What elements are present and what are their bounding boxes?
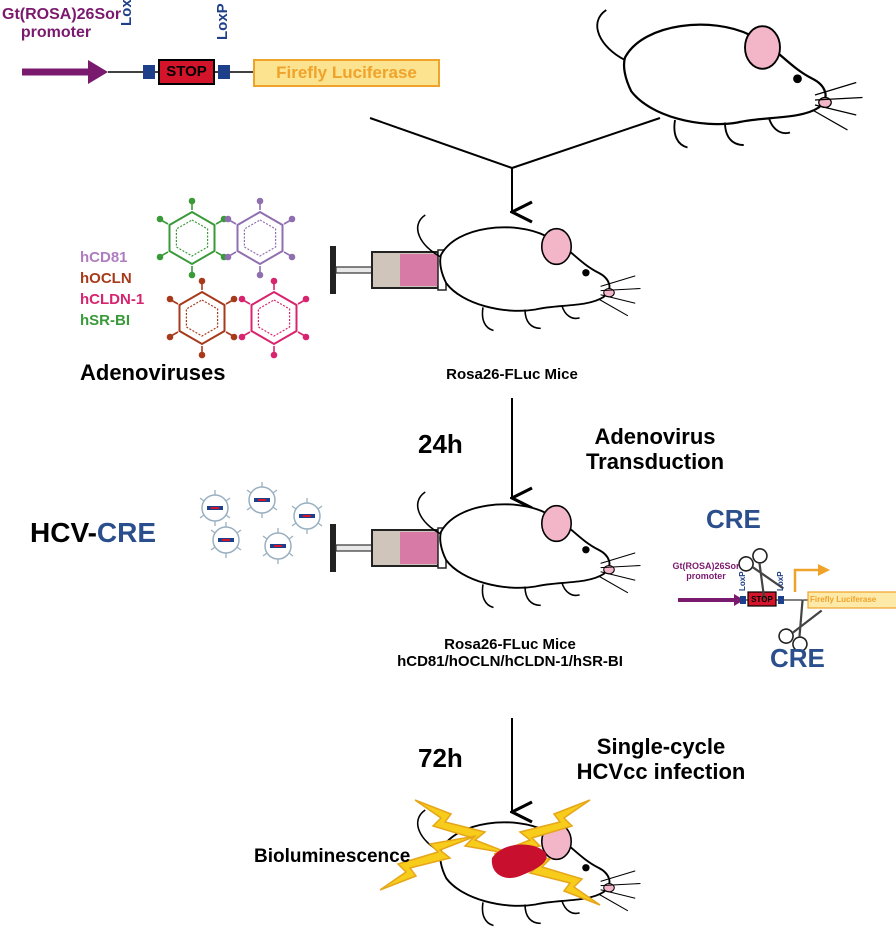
adenovirus-transduction-label: Adenovirus Transduction <box>560 424 750 475</box>
mice-label-bottom: Rosa26-FLuc Mice hCD81/hOCLN/hCLDN-1/hSR… <box>360 636 660 671</box>
hcvcc-infection-label: Single-cycle HCVcc infection <box>566 734 756 785</box>
mice-bottom-line2: hCD81/hOCLN/hCLDN-1/hSR-BI <box>397 653 623 671</box>
cre-label-top: CRE <box>706 504 761 534</box>
receptor-label-hcd81: hCD81 <box>80 249 128 266</box>
small-promoter-line1: Gt(ROSA)26Sor <box>672 561 740 571</box>
construct-small <box>678 545 896 655</box>
adenoviruses-title: Adenoviruses <box>80 360 226 385</box>
loxp-site-right <box>218 65 230 79</box>
small-stop-label: STOP <box>751 595 773 604</box>
stop-box <box>158 59 215 85</box>
loxp-label-right: LoxP <box>214 3 231 40</box>
small-luciferase-label: Firefly Luciferase <box>810 595 877 604</box>
time-72h: 72h <box>418 743 463 773</box>
promoter-arrow <box>22 60 108 84</box>
time-24h: 24h <box>418 429 463 459</box>
hcv-prefix: HCV- <box>30 517 97 548</box>
promoter-label-line2: promoter <box>20 24 92 42</box>
mice-label-top: Rosa26-FLuc Mice <box>446 366 578 383</box>
adenovirus-particles <box>156 197 310 359</box>
hcv-cre-label: HCV-CRE <box>30 517 156 549</box>
mouse-lower <box>416 491 642 609</box>
loxp-label-left: LoxP <box>118 0 135 26</box>
loxp-site-left <box>143 65 155 79</box>
receptor-label-hocln: hOCLN <box>80 270 132 287</box>
cre-label-bottom: CRE <box>770 643 825 673</box>
hcv-cre-text: CRE <box>96 517 157 548</box>
mouse-top <box>596 8 864 149</box>
receptor-label-hcldn1: hCLDN-1 <box>80 291 145 308</box>
infection-line1: Single-cycle <box>596 734 726 759</box>
hcv-particles <box>199 481 323 565</box>
stop-label: STOP <box>166 63 207 80</box>
infection-line2: HCVcc infection <box>576 759 746 785</box>
mouse-middle <box>416 214 642 332</box>
transduction-line2: Transduction <box>585 449 725 475</box>
liver-shape <box>491 844 547 878</box>
receptor-label-hsrbi: hSR-BI <box>80 312 130 329</box>
mice-bottom-line1: Rosa26-FLuc Mice <box>444 636 576 653</box>
promoter-label-line1: Gt(ROSA)26Sor <box>2 6 122 23</box>
construct-top <box>22 59 440 87</box>
bioluminescence-label: Bioluminescence <box>254 846 411 867</box>
merge-arrow <box>369 117 661 212</box>
small-promoter-line2: promoter <box>686 571 726 582</box>
transduction-line1: Adenovirus <box>594 424 716 449</box>
luciferase-box <box>253 59 440 87</box>
small-promoter-label: Gt(ROSA)26Sor promoter <box>660 561 752 582</box>
luciferase-label: Firefly Luciferase <box>276 63 417 82</box>
promoter-label: Gt(ROSA)26Sor promoter <box>2 6 122 43</box>
small-loxp-right: LoxP <box>776 571 785 591</box>
small-loxp-left: LoxP <box>738 571 747 591</box>
